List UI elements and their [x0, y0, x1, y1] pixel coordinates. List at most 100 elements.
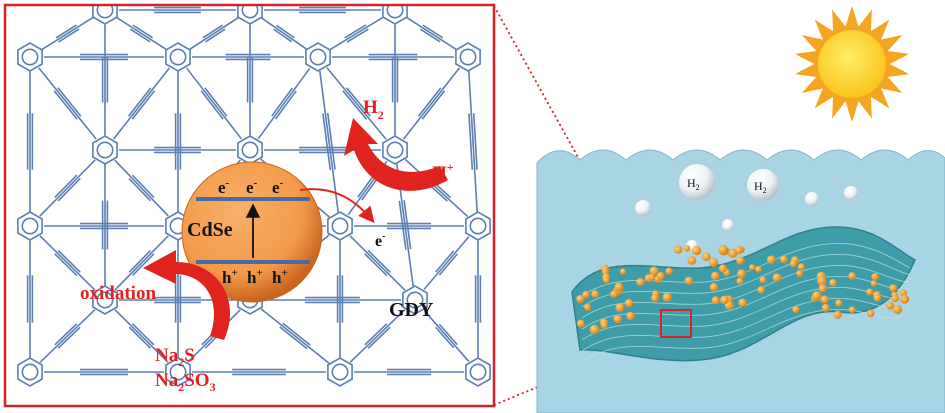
- electron-transfer-arrow: [299, 188, 375, 224]
- cdse-label: CdSe: [187, 219, 233, 241]
- benzene-ring-inner: [169, 363, 187, 381]
- benzene-ring-inner: [406, 291, 424, 309]
- diacetylene-link: [422, 24, 444, 39]
- cdse-nanoparticle: [789, 260, 798, 268]
- bubble-small: [635, 200, 651, 216]
- cdse-nanoparticle: [728, 248, 738, 258]
- cdse-nanoparticle: [600, 321, 608, 329]
- cdse-nanoparticle: [759, 276, 767, 284]
- benzene-ring-inner: [469, 217, 487, 235]
- cdse-nanoparticle: [614, 282, 624, 292]
- cdse-nanoparticle: [709, 258, 719, 268]
- diacetylene-link: [54, 253, 78, 277]
- diacetylene-link: [129, 28, 151, 43]
- diacetylene-link: [205, 28, 226, 43]
- diacetylene-link: [322, 113, 332, 171]
- diacetylene-link: [257, 67, 311, 140]
- cdse-nanoparticle: [687, 256, 697, 265]
- diacetylene-link: [113, 67, 170, 140]
- diacetylene-link: [326, 112, 336, 170]
- benzene-ring: [92, 135, 118, 165]
- holes-row: h+ h+ h+: [222, 267, 288, 287]
- benzene-ring: [305, 42, 331, 72]
- bubble-h2-large: [679, 164, 715, 200]
- cdse-nanoparticle: [848, 272, 856, 280]
- cdse-nanoparticle: [792, 305, 800, 314]
- diacetylene-link: [58, 28, 80, 43]
- diacetylene-link: [423, 236, 470, 290]
- hole-2: h+: [247, 267, 263, 287]
- diacetylene-link: [404, 158, 469, 218]
- oxidation-label: oxidation: [80, 283, 156, 304]
- cdse-nanoparticle: [886, 301, 895, 310]
- diacetylene-link: [345, 87, 371, 117]
- benzene-ring: [465, 211, 491, 241]
- benzene-ring: [382, 6, 408, 25]
- right-panel: H2 H2: [536, 6, 945, 413]
- cdse-nanoparticle: [613, 314, 622, 324]
- sun-icon: [794, 6, 910, 122]
- benzene-ring-inner: [386, 141, 404, 159]
- benzene-ring-inner: [96, 6, 114, 19]
- diacetylene-link: [271, 87, 294, 117]
- benzene-ring-inner: [241, 141, 259, 159]
- diacetylene-link: [260, 308, 330, 364]
- diacetylene-link: [132, 323, 155, 346]
- h2-evolution-arrow: [344, 118, 448, 191]
- cdse-nanoparticle: [738, 298, 747, 308]
- diacetylene-link: [127, 87, 152, 117]
- diacetylene-link: [185, 67, 243, 140]
- diacetylene-link: [128, 326, 151, 349]
- diacetylene-link: [131, 174, 155, 199]
- sheet-texture-line: [581, 275, 911, 330]
- diacetylene-link: [204, 87, 228, 117]
- cdse-nanoparticle: [812, 291, 822, 301]
- sheet-texture-line: [581, 307, 911, 363]
- gdy-label: GDY: [389, 299, 434, 321]
- diacetylene-link: [189, 16, 239, 51]
- na2so3-label: Na2SO3: [155, 370, 216, 394]
- cdse-nanoparticle: [848, 306, 856, 314]
- cdse-nanoparticle: [891, 294, 899, 303]
- cdse-nanoparticle: [710, 271, 720, 281]
- cdse-nanoparticle: [665, 267, 673, 275]
- diacetylene-link: [279, 326, 308, 350]
- cdse-nanoparticle: [603, 276, 610, 284]
- cdse-nanoparticle: [736, 277, 744, 285]
- diacetylene-link: [403, 67, 460, 140]
- benzene-ring: [402, 285, 428, 315]
- cdse-nanoparticle: [766, 255, 776, 264]
- electron-1: e-: [218, 177, 230, 197]
- diacetylene-link: [114, 309, 169, 363]
- cdse-nanoparticle: [866, 309, 875, 318]
- benzene-ring: [165, 357, 191, 387]
- diacetylene-link: [54, 174, 78, 199]
- diacetylene-link: [342, 90, 368, 120]
- cdse-nanoparticle: [871, 273, 879, 281]
- cdse-nanoparticle: [748, 264, 756, 271]
- diacetylene-link: [202, 24, 223, 39]
- diacetylene-link: [468, 70, 478, 213]
- diacetylene-link: [128, 177, 152, 202]
- diacetylene-link: [361, 178, 378, 201]
- cdse-nanoparticle: [866, 288, 874, 296]
- cdse-nanoparticle: [718, 245, 729, 255]
- diacetylene-link: [319, 70, 339, 213]
- benzene-ring-inner: [331, 363, 349, 381]
- cdse-nanoparticle: [615, 302, 625, 313]
- cdse-nanoparticle: [818, 284, 827, 293]
- cdse-nanoparticle: [796, 270, 804, 278]
- bubble-small: [805, 192, 819, 206]
- diacetylene-link: [273, 28, 293, 43]
- gdy-cdse-sheet: [571, 226, 916, 363]
- diacetylene-link: [357, 175, 374, 198]
- cdse-nanoparticle: [692, 245, 702, 256]
- cdse-nanoparticle: [684, 276, 693, 285]
- cdse-nanoparticle: [582, 290, 590, 299]
- diacetylene-link: [421, 90, 446, 120]
- cdse-nanoparticle: [718, 264, 728, 273]
- diacetylene-link: [57, 177, 81, 202]
- cdse-nanoparticle: [584, 303, 592, 311]
- benzene-ring: [92, 6, 118, 25]
- cdse-nanoparticle: [576, 295, 585, 304]
